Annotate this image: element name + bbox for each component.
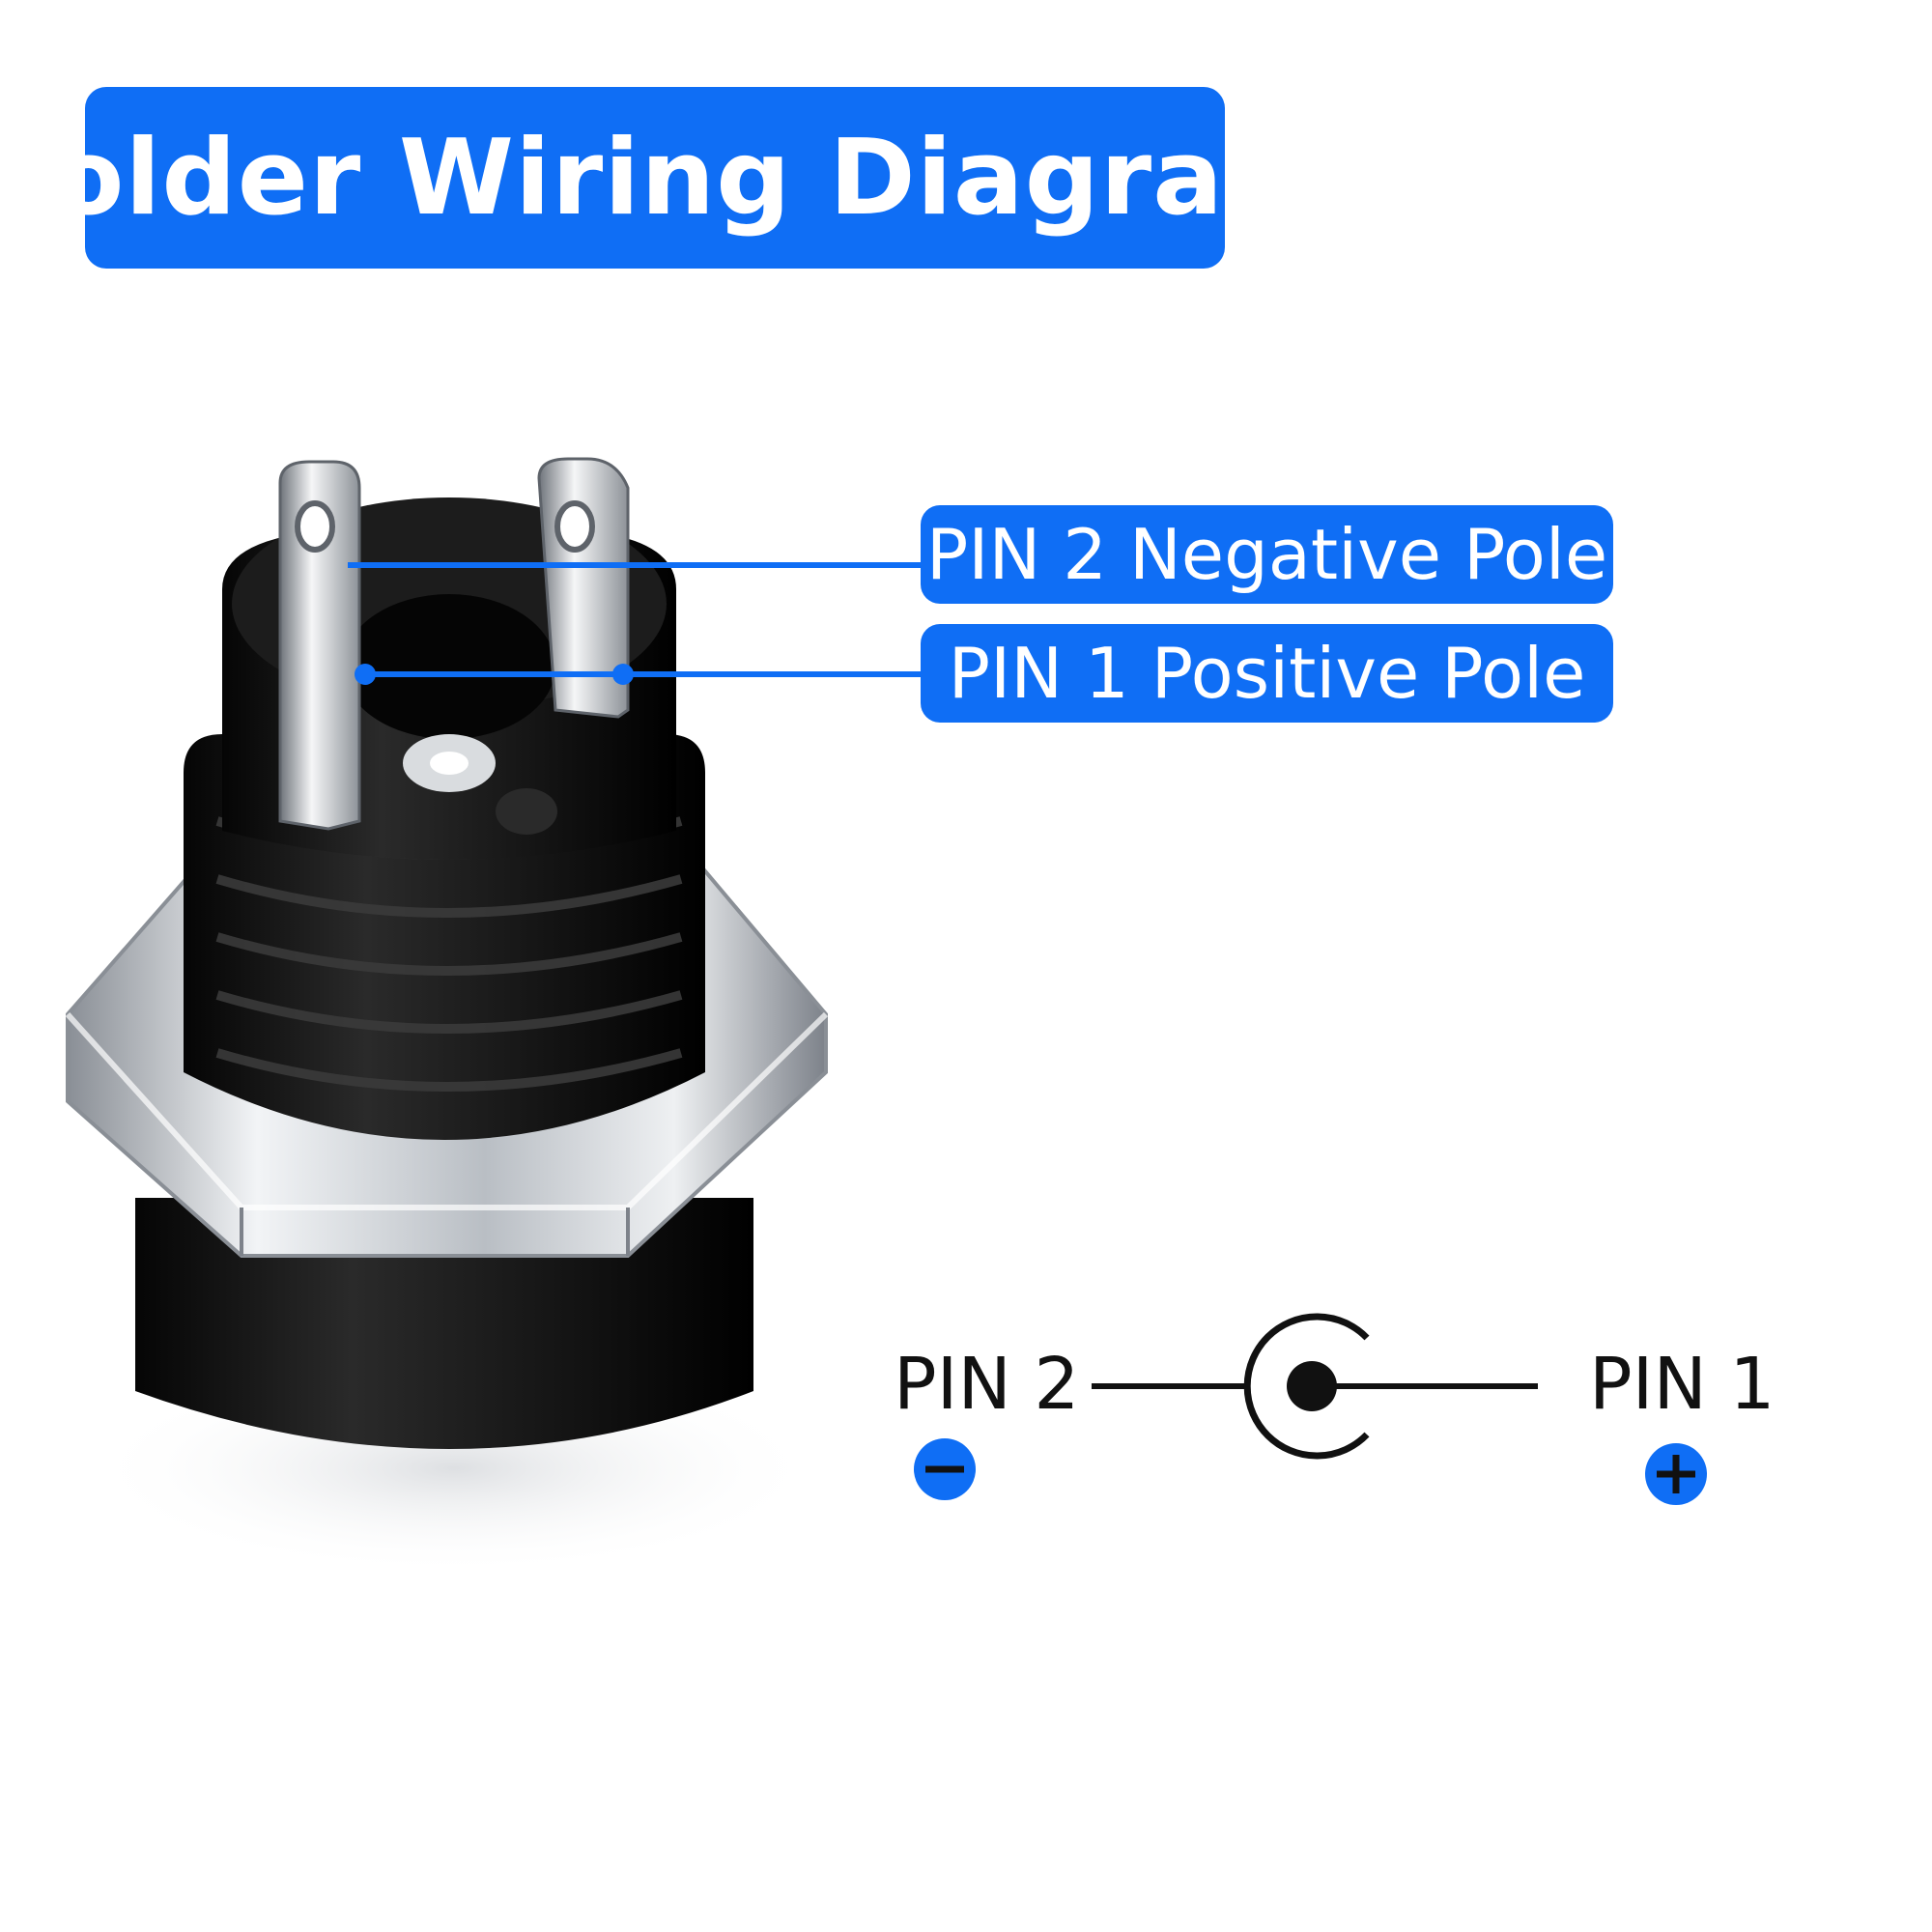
- pin2-negative-text: PIN 2 Negative Pole: [925, 514, 1608, 595]
- symbol-pin1-label: PIN 1: [1589, 1343, 1776, 1426]
- symbol-pin2-label: PIN 2: [894, 1343, 1080, 1426]
- dc-jack-illustration: [65, 457, 829, 1575]
- center-hole: [343, 594, 555, 739]
- leader-line-pin1: [355, 664, 923, 685]
- pin2-dot-marker: [355, 664, 376, 685]
- pin1-positive-label: PIN 1 Positive Pole: [921, 624, 1613, 723]
- solder-tab-pin1: [537, 457, 630, 719]
- pin1-positive-text: PIN 1 Positive Pole: [948, 633, 1586, 714]
- title-banner: Solder Wiring Diagram: [0, 87, 1333, 269]
- symbol-sleeve-arc: [1243, 1313, 1370, 1460]
- solder-tab-pin2: [278, 460, 361, 831]
- jack-lower-body: [135, 1198, 753, 1449]
- page-title: Solder Wiring Diagram: [0, 117, 1334, 239]
- dc-jack-symbol: [914, 1313, 1707, 1505]
- pin2-negative-label: PIN 2 Negative Pole: [921, 505, 1613, 604]
- pin1-dot-marker: [612, 664, 634, 685]
